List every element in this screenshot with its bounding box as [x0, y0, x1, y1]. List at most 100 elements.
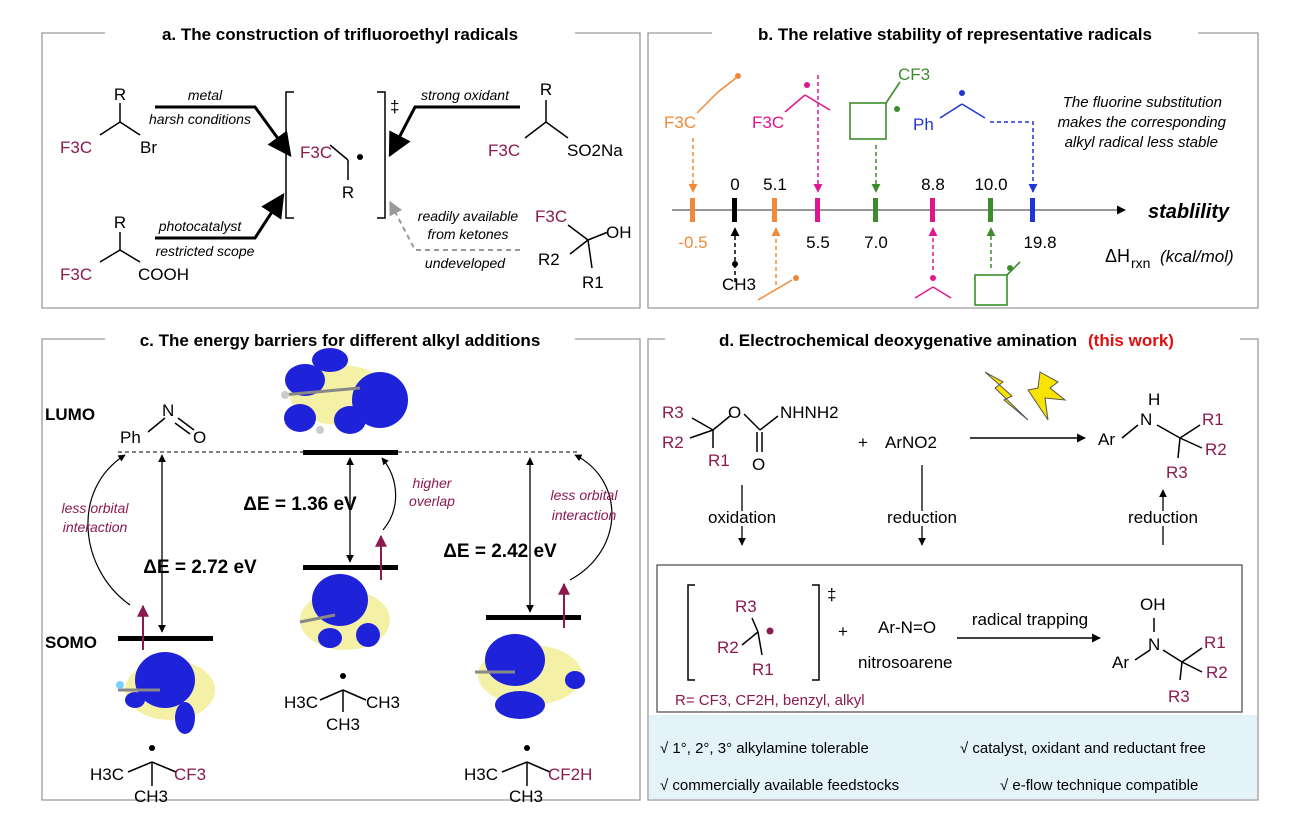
label-o-ester: O — [728, 403, 741, 422]
panel-b-frame — [647, 32, 1259, 309]
tick-label-4: 7.0 — [864, 233, 888, 252]
delta-e-2: ΔE = 1.36 eV — [243, 494, 357, 515]
tick-mark-3 — [815, 198, 820, 222]
label-cooh: COOH — [138, 265, 189, 284]
curve-arrow-1 — [87, 454, 131, 606]
somo-level-2 — [303, 565, 398, 570]
radical-ethyl — [757, 227, 799, 301]
label-radical-trapping: radical trapping — [972, 610, 1088, 629]
substrate-sulfinate: R F3C SO2Na — [488, 80, 623, 160]
molecule-difluoro-tbutyl: H3C CF2H CH3 — [464, 745, 592, 806]
alkyl-radical: ‡ R3 R2 R1 R= CF3, CF2H, benzyl, alkyl — [675, 584, 865, 709]
somo-level-1 — [118, 636, 213, 641]
delta-e-1: ΔE = 2.72 eV — [143, 557, 257, 578]
label-nitrosoarene: nitrosoarene — [858, 653, 953, 672]
panel-c-title: c. The energy barriers for different alk… — [140, 331, 541, 350]
feature-3: √ commercially available feedstocks — [660, 777, 899, 794]
label-arno2: ArNO2 — [885, 433, 937, 452]
label-ar-hyd: Ar — [1112, 653, 1129, 672]
label-r2: R2 — [538, 250, 560, 269]
label-r1: R1 — [708, 451, 730, 470]
axis-label-stability: stablility — [1148, 201, 1230, 223]
label-from-ketones: from ketones — [428, 226, 509, 242]
tick-mark-7 — [1030, 198, 1035, 222]
less-orbital-1a: less orbital — [62, 500, 130, 516]
hydroxylamine-product: Ar N OH R1 R2 R3 — [1112, 595, 1228, 706]
intermediate-box — [656, 564, 1243, 713]
feature-1: √ 1°, 2°, 3° alkylamine tolerable — [660, 740, 869, 757]
label-r-radical: R — [342, 183, 354, 202]
label-r1-prod: R1 — [1202, 410, 1224, 429]
panel-c-frame — [41, 338, 641, 801]
label-ch3: CH3 — [722, 275, 756, 294]
feature-2: √ catalyst, oxidant and reductant free — [960, 740, 1206, 757]
label-readily: readily available — [418, 208, 519, 224]
axis-label-dh: ΔH — [1105, 246, 1130, 266]
less-orbital-1b: interaction — [63, 519, 128, 535]
label-so2na: SO2Na — [567, 141, 623, 160]
label-br: Br — [140, 138, 157, 157]
panel-b-title: b. The relative stability of representat… — [758, 25, 1152, 44]
panel-a-title: a. The construction of trifluoroethyl ra… — [162, 25, 518, 44]
label-photocatalyst: photocatalyst — [158, 218, 243, 234]
label-r2-rad: R2 — [717, 638, 739, 657]
label-lumo: LUMO — [45, 405, 95, 424]
label-cf3-c: CF3 — [174, 765, 206, 784]
label-arno: Ar-N=O — [878, 618, 936, 637]
panel-b: b. The relative stability of representat… — [647, 25, 1259, 309]
panel-d-frame — [647, 338, 1259, 801]
nitrosobenzene: Ph N O — [120, 401, 206, 447]
label-ph-c: Ph — [120, 428, 141, 447]
radical-methyl: CH3 — [722, 227, 756, 294]
substrate-trifluoroethyl-acid: R F3C COOH — [60, 213, 189, 284]
label-ar-prod: Ar — [1098, 430, 1115, 449]
radical-trifluoroisopropyl: F3C — [752, 75, 831, 193]
label-f3c-magenta: F3C — [752, 113, 784, 132]
label-f3c-2: F3C — [60, 265, 92, 284]
label-n-prod: N — [1140, 410, 1152, 429]
label-cf2h: CF2H — [548, 765, 592, 784]
molecule-trifluoro-tbutyl: H3C CF3 CH3 — [90, 745, 206, 806]
label-ch3-1: CH3 — [134, 787, 168, 806]
label-o-carbonyl: O — [752, 455, 765, 474]
panel-d-title: d. Electrochemical deoxygenative aminati… — [719, 331, 1077, 350]
label-strong-oxidant: strong oxidant — [421, 87, 510, 103]
note-line-3: alkyl radical less stable — [1065, 134, 1218, 151]
alkyl-carbazate: R3 R2 R1 O O NHNH2 — [662, 403, 839, 474]
radical-trifluoromethylcyclobutyl: CF3 — [849, 65, 930, 193]
tick-label-2: 5.1 — [763, 175, 787, 194]
label-h3c-1: H3C — [90, 765, 124, 784]
label-r: R — [114, 85, 126, 104]
label-r2-hyd: R2 — [1206, 663, 1228, 682]
label-r1-rad: R1 — [752, 660, 774, 679]
label-metal: metal — [188, 87, 223, 103]
panel-d-this-work: (this work) — [1088, 331, 1174, 350]
somo-orbital-2 — [299, 574, 390, 650]
radical-phenylethyl: Ph — [913, 90, 1038, 193]
label-reduction-1: reduction — [887, 508, 957, 527]
tick-label-1: 0 — [730, 175, 739, 194]
features-box — [649, 715, 1257, 799]
tick-label-6: 10.0 — [974, 175, 1007, 194]
less-orbital-2b: interaction — [552, 507, 617, 523]
substrate-trifluoroethyl-bromide: R F3C Br — [60, 85, 157, 157]
arrow-strong-oxidant — [388, 105, 520, 158]
tick-mark-5 — [930, 198, 935, 222]
label-r2-prod: R2 — [1205, 440, 1227, 459]
label-n: N — [162, 401, 174, 420]
tick-label-3: 5.5 — [806, 233, 830, 252]
tick-label-5: 8.8 — [921, 175, 945, 194]
somo-orbital-1 — [116, 652, 215, 734]
tick-mark-6 — [988, 198, 993, 222]
label-h-prod: H — [1148, 390, 1160, 409]
tick-mark-2 — [772, 198, 777, 222]
molecule-tbutyl: H3C CH3 CH3 — [284, 673, 400, 734]
label-r3-prod: R3 — [1166, 463, 1188, 482]
arrow-metal — [155, 105, 292, 157]
label-f3c-radical: F3C — [300, 143, 332, 162]
label-ch3-3: CH3 — [509, 787, 543, 806]
label-ch3-2a: CH3 — [366, 693, 400, 712]
label-f3c-4: F3C — [535, 207, 567, 226]
label-oh: OH — [606, 223, 632, 242]
